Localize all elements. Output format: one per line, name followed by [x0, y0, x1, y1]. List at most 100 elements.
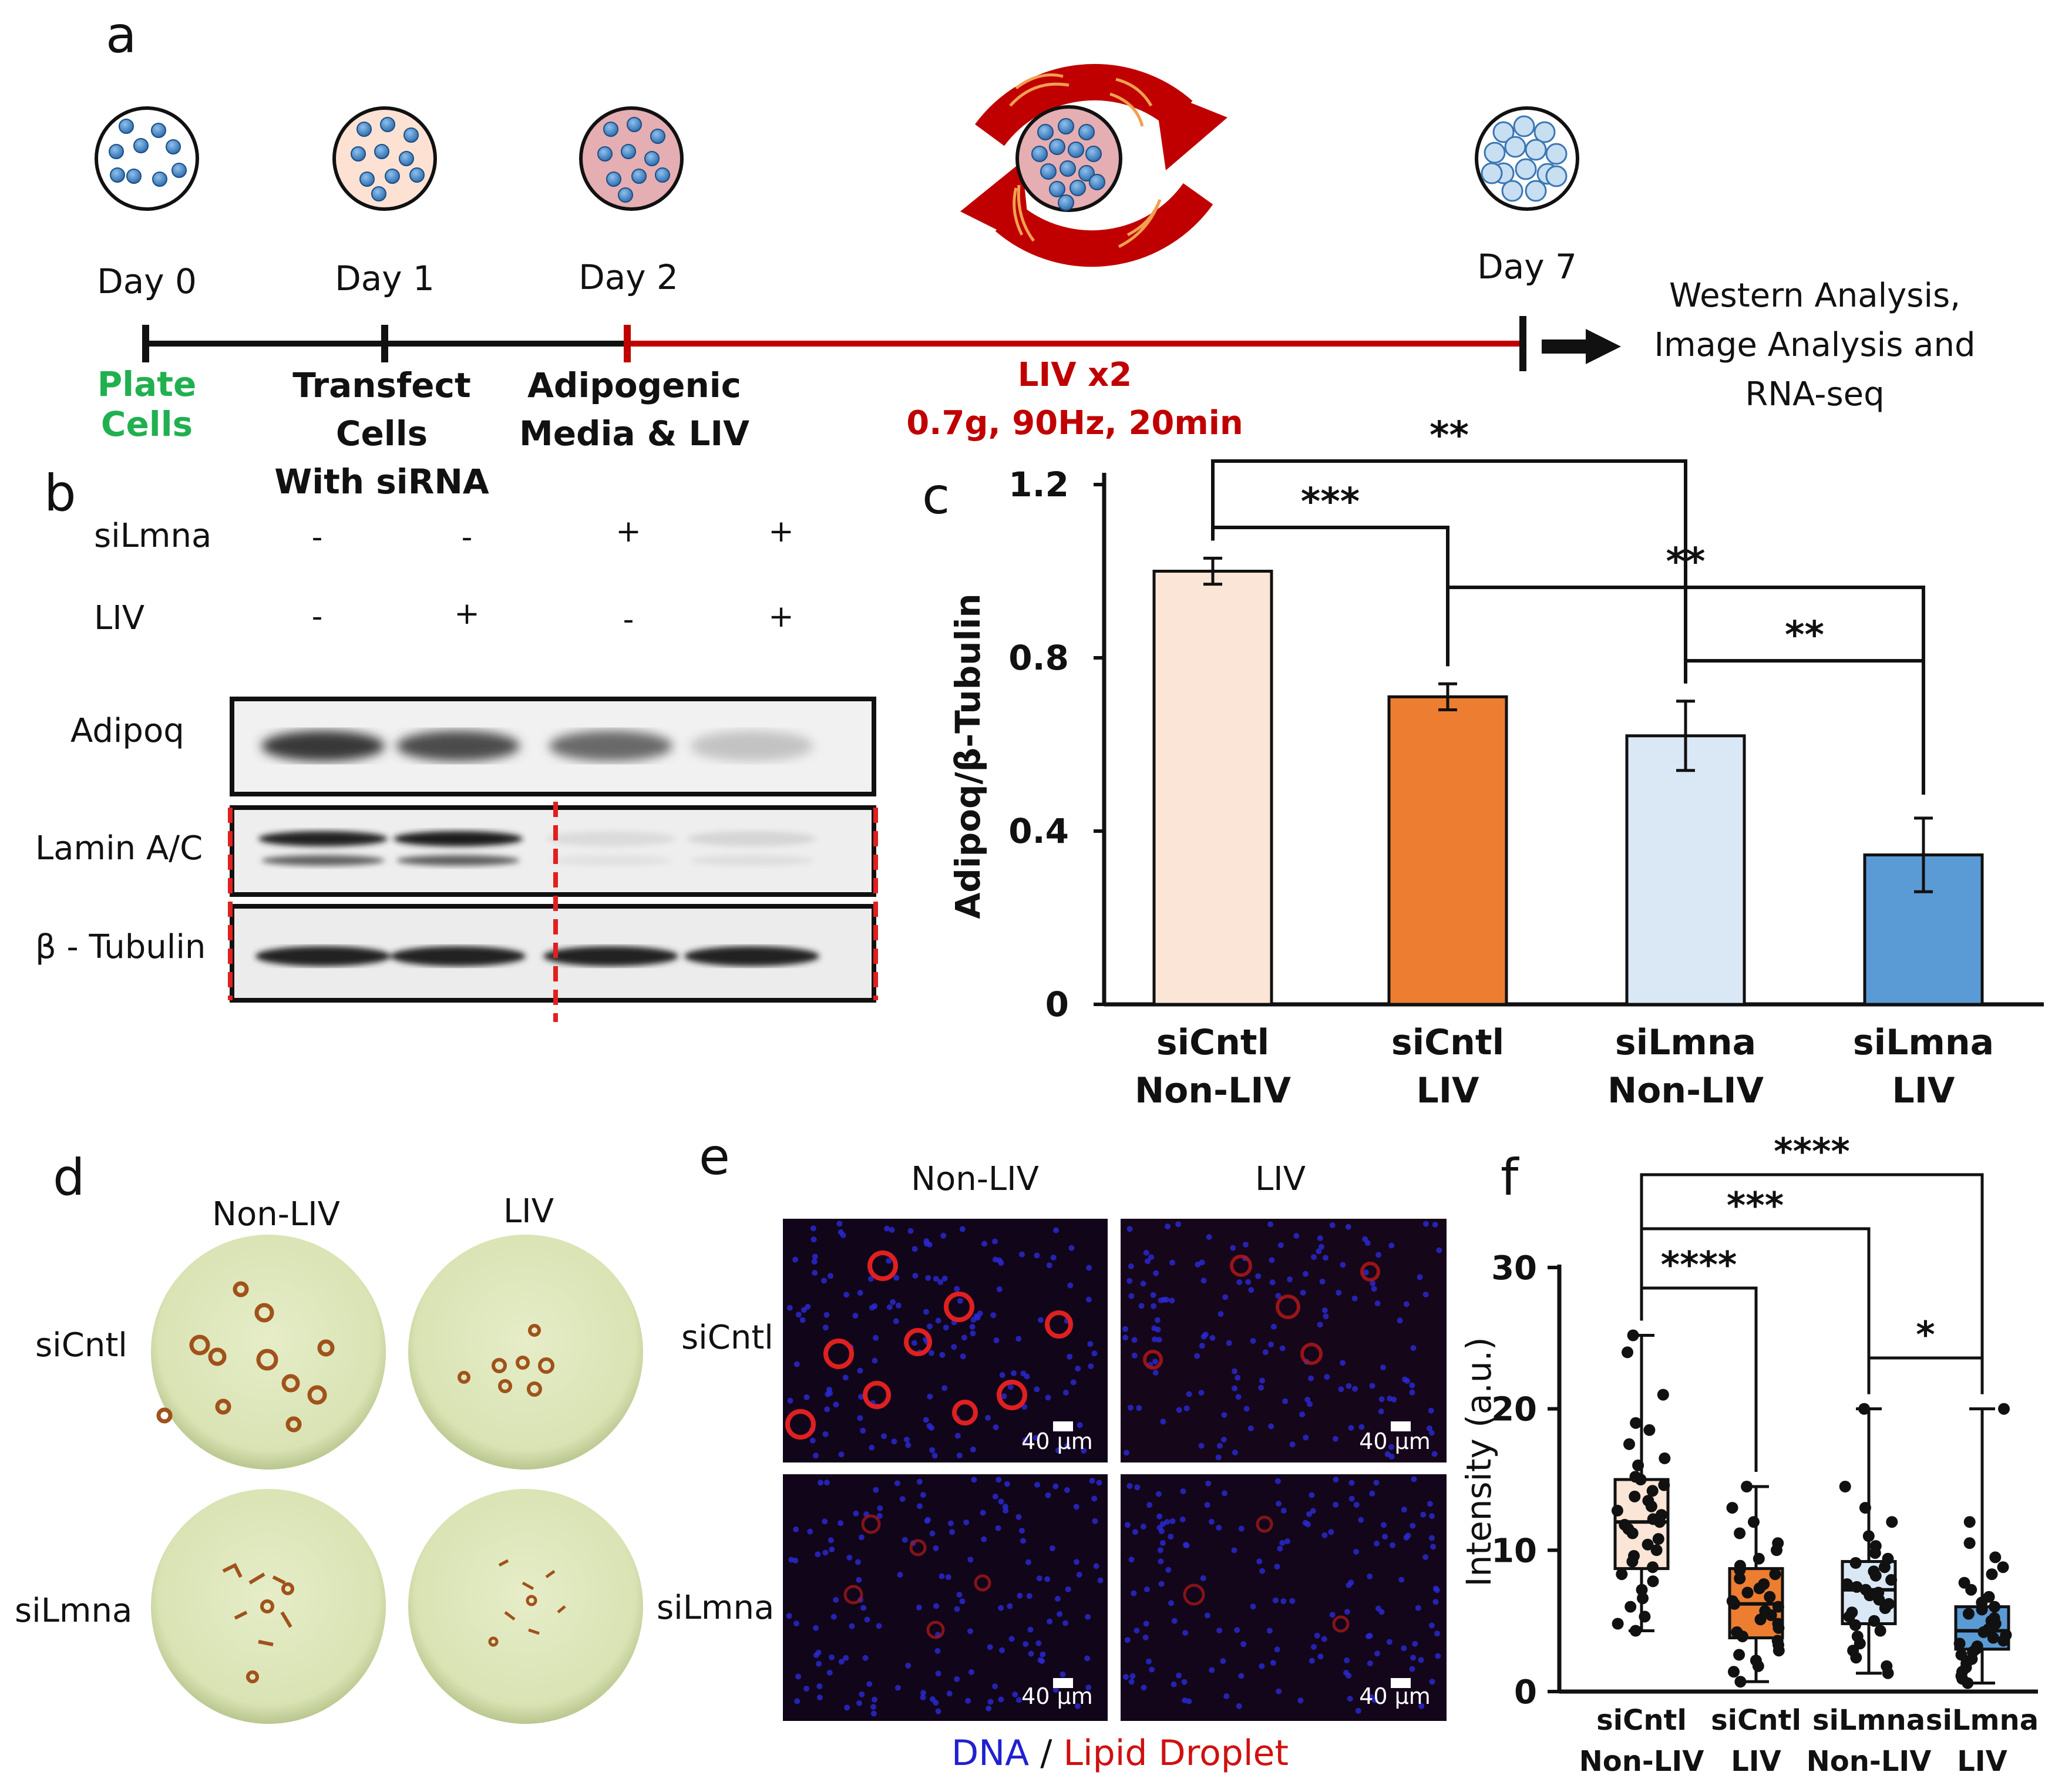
c-sig-label-2: ***	[1301, 480, 1360, 524]
fluorescence-images	[783, 1219, 1447, 1721]
c-ylabel: Adipoq/β-Tubulin	[948, 593, 988, 919]
f-point-2-10	[1769, 1568, 1781, 1581]
f-point-1-25	[1650, 1544, 1663, 1556]
f-xlabel-2-line2: LIV	[1731, 1745, 1781, 1778]
lamin-band-lower-2	[396, 855, 520, 866]
fluor-row-sicntl: siCntl	[681, 1319, 773, 1357]
silmna-sign-1: -	[311, 520, 323, 555]
c-ytick-label-3: 1.2	[1008, 465, 1069, 505]
f-point-1-23	[1652, 1533, 1664, 1545]
oilred-col-nonliv: Non-LIV	[212, 1195, 340, 1233]
band-label-tubulin: β - Tubulin	[35, 928, 206, 966]
f-point-4-6	[1986, 1568, 1998, 1581]
lamin-band-upper-2	[393, 831, 523, 846]
liv-sign-4: +	[768, 599, 794, 634]
panel-label-c: c	[922, 467, 950, 526]
adipoq-band-2	[396, 731, 520, 761]
f-point-1-7	[1659, 1452, 1671, 1464]
well-sicntl-nonliv	[151, 1235, 386, 1470]
c-xlabel-4-line1: siLmna	[1853, 1022, 1994, 1063]
oilred-col-liv: LIV	[503, 1192, 554, 1230]
c-xlabel-4-line2: LIV	[1892, 1070, 1956, 1104]
adipoq-band-1	[261, 731, 385, 761]
panel-label-f: f	[1501, 1148, 1519, 1207]
liv-protocol-line-1: LIV x2	[1017, 356, 1132, 394]
well-silmna-nonliv	[151, 1489, 386, 1724]
c-sig-bracket-1	[1211, 459, 1687, 678]
c-xlabel-3-line2: Non-LIV	[1607, 1070, 1764, 1104]
f-xlabel-4-line2: LIV	[1957, 1745, 2007, 1778]
f-point-2-29	[1733, 1649, 1745, 1661]
c-bar-1	[1152, 570, 1273, 1006]
f-point-2-6	[1771, 1544, 1782, 1556]
f-point-3-19	[1873, 1593, 1885, 1606]
western-blot	[228, 697, 878, 1022]
analysis-label: Western Analysis, Image Analysis and RNA…	[1633, 271, 1997, 419]
day-2-label: Day 2	[579, 257, 678, 297]
f-point-1-22	[1626, 1527, 1639, 1539]
f-point-2-28	[1773, 1645, 1785, 1657]
f-point-2-3	[1748, 1516, 1760, 1528]
silmna-row-label: siLmna	[94, 517, 212, 555]
f-point-3-15	[1851, 1581, 1863, 1593]
tubulin-band-2	[391, 946, 526, 966]
f-point-2-2	[1726, 1502, 1738, 1514]
well-sicntl-liv	[408, 1235, 643, 1470]
bar-chart: ********* 00.40.81.2Adipoq/β-TubulinsiCn…	[948, 414, 2044, 1104]
f-point-4-27	[1955, 1649, 1967, 1661]
f-point-4-4	[1989, 1551, 2002, 1564]
f-point-1-31	[1636, 1583, 1648, 1596]
f-ytick-label-1: 10	[1491, 1532, 1537, 1570]
f-point-2-31	[1752, 1660, 1764, 1672]
legend-lipid: Lipid Droplet	[1063, 1733, 1289, 1774]
tubulin-band-4	[684, 946, 819, 966]
adipoq-band-4	[690, 731, 813, 761]
f-point-1-3	[1657, 1388, 1669, 1401]
f-point-4-8	[1965, 1583, 1977, 1596]
lamin-band-upper-4	[687, 831, 816, 846]
dish-day2	[579, 106, 684, 211]
lamin-band-lower-1	[261, 855, 385, 866]
f-point-4-13	[1962, 1608, 1975, 1620]
oilred-wells	[151, 1235, 643, 1724]
blot-adipoq	[230, 697, 876, 796]
f-point-4-19	[1977, 1626, 1990, 1638]
panel-label-e: e	[699, 1128, 730, 1186]
f-point-2-7	[1753, 1552, 1765, 1565]
fluor-col-nonliv: Non-LIV	[911, 1160, 1039, 1198]
f-point-4-2	[1963, 1516, 1976, 1528]
f-point-2-13	[1753, 1582, 1765, 1595]
f-point-1-30	[1647, 1575, 1659, 1588]
c-ytick-label-1: 0.4	[1008, 811, 1069, 851]
silmna-sign-4: +	[768, 514, 794, 549]
c-xlabel-1-line1: siCntl	[1156, 1022, 1269, 1063]
c-bar-4	[1863, 853, 1984, 1006]
scale-bar-label-2: 40 µm	[1359, 1428, 1431, 1454]
f-ytick-label-2: 20	[1491, 1391, 1537, 1429]
f-point-3-25	[1849, 1619, 1861, 1631]
f-point-1-36	[1629, 1625, 1642, 1637]
liv-rotation-icon	[960, 63, 1227, 267]
f-point-1-8	[1632, 1459, 1644, 1471]
f-point-1-29	[1616, 1568, 1628, 1581]
liv-protocol-label: LIV x2 0.7g, 90Hz, 20min	[893, 351, 1257, 448]
liv-sign-3: -	[623, 602, 634, 637]
timeline-graphic	[95, 63, 1621, 371]
f-point-4-11	[1989, 1601, 2001, 1613]
c-sig-label-3: **	[1666, 540, 1706, 584]
f-point-3-5	[1862, 1530, 1875, 1542]
c-sig-label-1: **	[1430, 414, 1469, 458]
f-point-4-5	[1997, 1561, 2009, 1574]
well-silmna-liv	[408, 1489, 643, 1724]
analysis-line-2: Image Analysis and	[1654, 326, 1976, 364]
f-point-1-11	[1658, 1479, 1670, 1491]
f-point-1-12	[1646, 1485, 1659, 1497]
c-sig-bracket-4	[1684, 659, 1925, 795]
f-point-2-20	[1765, 1609, 1777, 1621]
f-point-1-19	[1653, 1516, 1666, 1528]
f-point-4-22	[1997, 1635, 2010, 1647]
day-7-label: Day 7	[1477, 247, 1577, 287]
f-point-2-1	[1741, 1481, 1753, 1492]
liv-row-label: LIV	[94, 599, 145, 637]
